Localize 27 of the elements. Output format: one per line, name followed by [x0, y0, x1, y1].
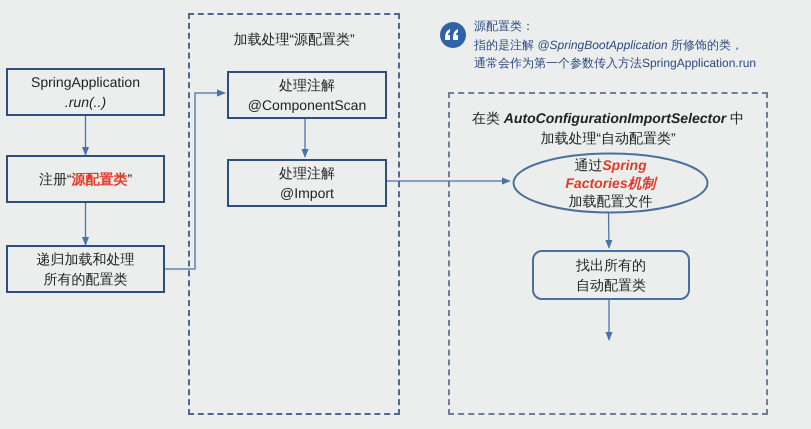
process-box: [6, 155, 165, 203]
process-box: [227, 159, 387, 207]
arrow: [605, 212, 613, 249]
arrow: [605, 298, 613, 341]
arrow: [301, 117, 309, 158]
arrow: [82, 116, 90, 156]
node-text: 递归加载和处理所有的配置类: [36, 250, 136, 289]
node-text: 通过Spring Factories机制加载配置文件: [564, 156, 658, 210]
group-heading: 加载处理“源配置类”: [232, 30, 356, 49]
arrow: [385, 177, 511, 185]
note-heading: 源配置类：: [474, 18, 534, 35]
node-text: 找出所有的自动配置类: [575, 256, 647, 295]
node-text: 注册“源配置类”: [38, 170, 134, 189]
note-text: 指的是注解 @SpringBootApplication 所修饰的类，: [474, 37, 743, 54]
arrow: [82, 203, 90, 246]
process-box: [227, 71, 387, 119]
process-box: [532, 250, 690, 300]
group-frame: [448, 92, 768, 415]
group-frame: [188, 13, 400, 415]
node-text: SpringApplication .run(..): [30, 72, 141, 112]
node-text: 处理注解 @ComponentScan: [246, 76, 368, 115]
node-text: 处理注解 @Import: [278, 164, 336, 203]
process-box: [6, 245, 165, 293]
group-heading: 在类 AutoConfigurationImportSelector 中加载处理“自动配置类”: [470, 109, 746, 148]
arrow: [165, 89, 226, 270]
note-text: 通常会作为第一个参数传入方法SpringApplication.run: [474, 55, 756, 72]
process-box: [6, 68, 165, 116]
